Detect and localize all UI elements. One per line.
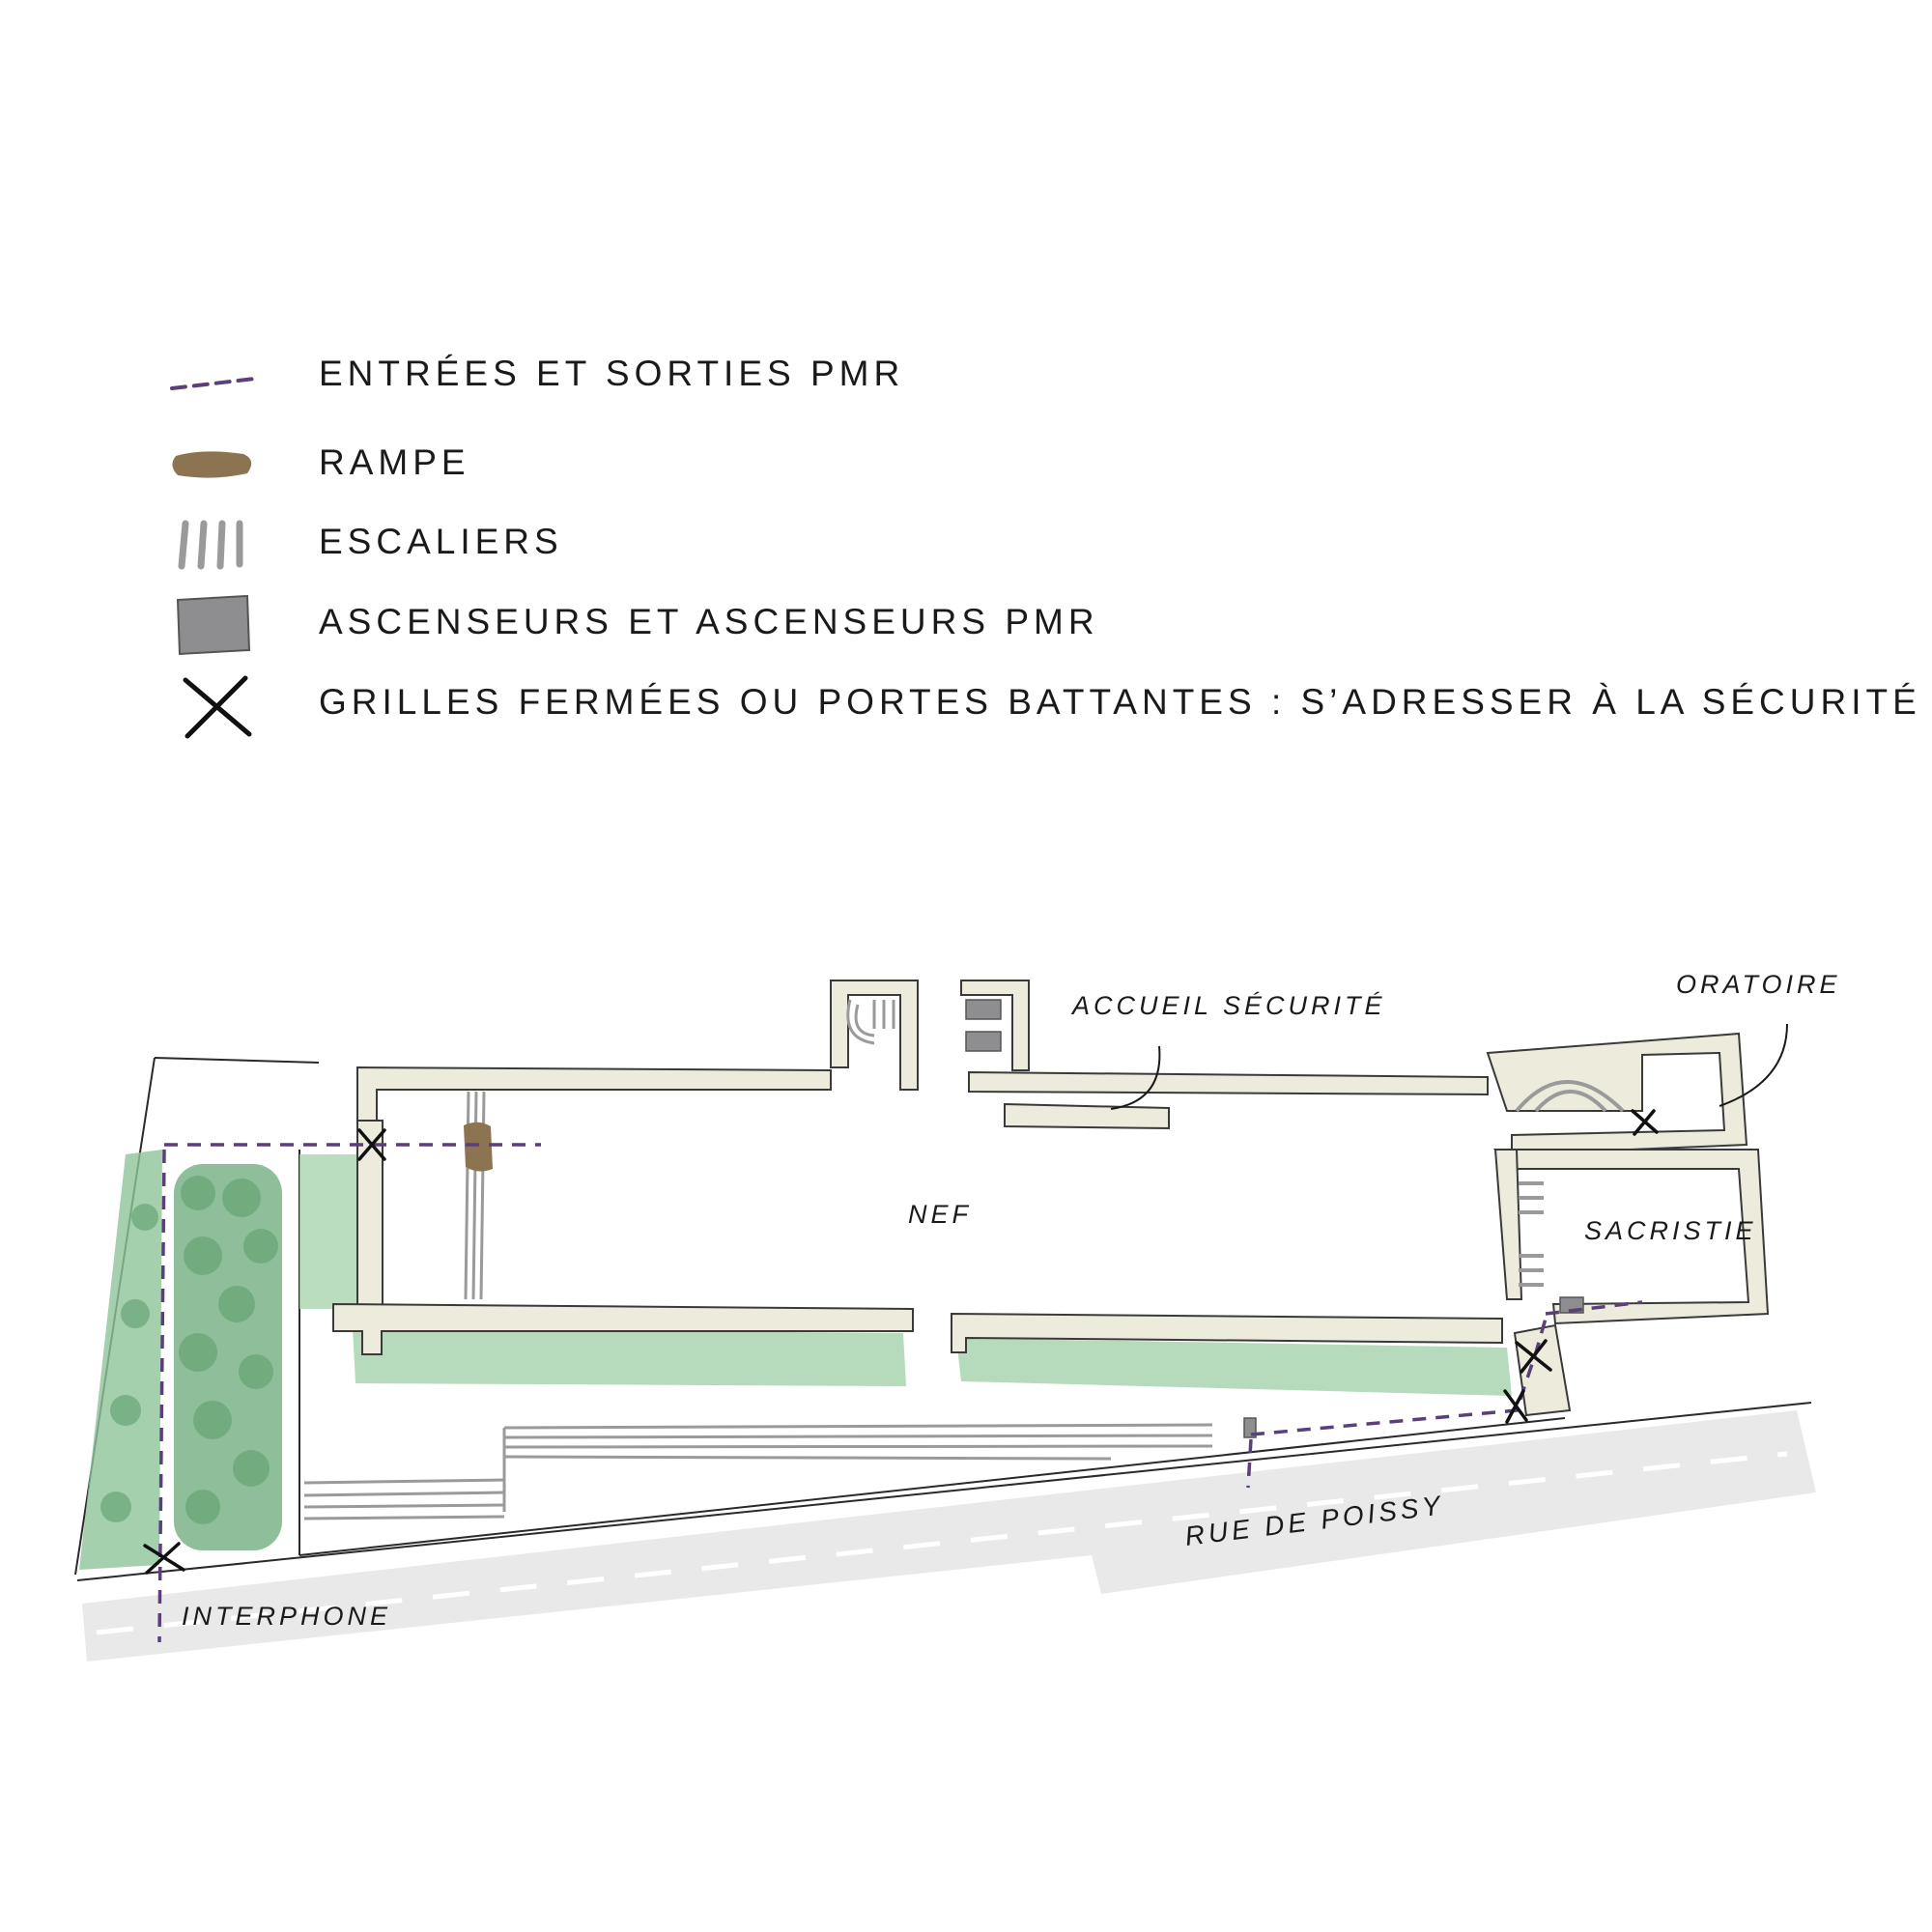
legend-label-gate: GRILLES FERMÉES OU PORTES BATTANTES : S’… [319, 682, 1921, 722]
gate-cross-icon [1515, 1339, 1552, 1374]
stairs-oratoire [1515, 1080, 1625, 1113]
label-interphone: INTERPHONE [182, 1602, 391, 1631]
gate-cross-icon [143, 1542, 185, 1575]
gate-cross-icon [1503, 1389, 1528, 1424]
legend-label-pmr: ENTRÉES ET SORTIES PMR [319, 354, 905, 393]
gate-cross-icon [164, 665, 270, 742]
elevator-icon [965, 1031, 1002, 1052]
elevator-icon [164, 584, 270, 662]
label-nef: NEF [908, 1200, 972, 1229]
legend-label-ramp: RAMPE [319, 442, 470, 482]
pmr-path-icon [164, 336, 270, 413]
leader-lines [1110, 1023, 1788, 1110]
legend: ENTRÉES ET SORTIES PMR RAMPE ESCALIERS A… [0, 0, 1932, 773]
legend-label-stairs: ESCALIERS [319, 522, 563, 561]
legend-item-pmr: ENTRÉES ET SORTIES PMR [164, 336, 1903, 413]
stairs-icon [164, 504, 270, 582]
elevator-icon [965, 999, 1002, 1020]
legend-item-elevator: ASCENSEURS ET ASCENSEURS PMR [164, 584, 1903, 662]
legend-label-elevator: ASCENSEURS ET ASCENSEURS PMR [319, 602, 1099, 641]
legend-item-ramp: RAMPE [164, 425, 1903, 502]
stairs-courtyard [303, 1423, 1213, 1520]
elevators [965, 999, 1584, 1438]
gate-cross-icon [357, 1128, 386, 1161]
label-sacristie: SACRISTIE [1584, 1216, 1757, 1245]
elevator-icon [1243, 1417, 1257, 1438]
ramp-marker [464, 1122, 493, 1172]
pmr-paths [157, 1143, 1643, 1643]
ramp-icon [164, 425, 270, 502]
label-accueil: ACCUEIL SÉCURITÉ [1070, 991, 1386, 1020]
legend-item-stairs: ESCALIERS [164, 504, 1903, 582]
garden-strip [299, 1154, 1512, 1396]
building-walls [332, 980, 1770, 1417]
gate-cross-icon [1631, 1109, 1659, 1136]
legend-item-gate: GRILLES FERMÉES OU PORTES BATTANTES : S’… [164, 665, 1917, 742]
label-oratoire: ORATOIRE [1676, 970, 1841, 999]
street-rue-de-poissy [76, 1402, 1816, 1662]
stairs-tower [846, 999, 895, 1045]
gates [143, 1109, 1659, 1575]
stairs-sacristie [1519, 1181, 1544, 1287]
garden-left [79, 1150, 282, 1570]
